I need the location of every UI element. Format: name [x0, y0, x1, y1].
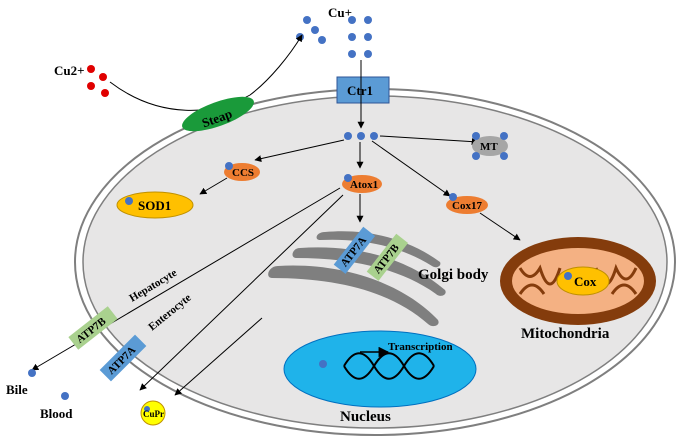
ccs-chaperone: CCS — [224, 162, 260, 181]
sod1-enzyme: SOD1 — [116, 191, 194, 219]
cu-plus-label: Cu+ — [328, 5, 352, 20]
blood-copper — [61, 392, 69, 400]
mitochondria: Cox — [500, 237, 656, 325]
mitochondria-label: Mitochondria — [521, 326, 610, 342]
golgi-body — [268, 231, 446, 327]
cu2-plus-ions — [87, 65, 109, 97]
sod1-label: SOD1 — [138, 198, 171, 213]
bile-label: Bile — [6, 382, 28, 397]
atox1-label: Atox1 — [350, 179, 378, 191]
mt-protein: MT — [472, 132, 508, 160]
blood-label: Blood — [40, 406, 73, 421]
ccs-label: CCS — [232, 167, 254, 179]
atox1-chaperone: Atox1 — [342, 174, 382, 193]
bile-copper — [28, 369, 36, 377]
ctr1-label: Ctr1 — [347, 83, 373, 98]
transcription-label: Transcription — [388, 341, 453, 353]
ctr1-transporter: Ctr1 — [336, 76, 390, 104]
mt-label: MT — [480, 141, 498, 153]
cupr-protein: CuPr — [140, 400, 166, 426]
nucleus-label: Nucleus — [340, 409, 391, 425]
cox17-chaperone: Cox17 — [446, 193, 488, 214]
cu-plus-ions-inside — [344, 132, 378, 140]
cox-label: Cox — [574, 274, 597, 289]
cu-plus-ions-outside — [296, 16, 372, 58]
cox17-label: Cox17 — [452, 200, 482, 212]
nucleus: Transcription — [283, 330, 477, 408]
distribution-arrows — [31, 135, 521, 396]
golgi-label: Golgi body — [418, 267, 489, 283]
cu2-plus-label: Cu2+ — [54, 63, 85, 78]
svg-text:CuPr: CuPr — [143, 409, 164, 419]
